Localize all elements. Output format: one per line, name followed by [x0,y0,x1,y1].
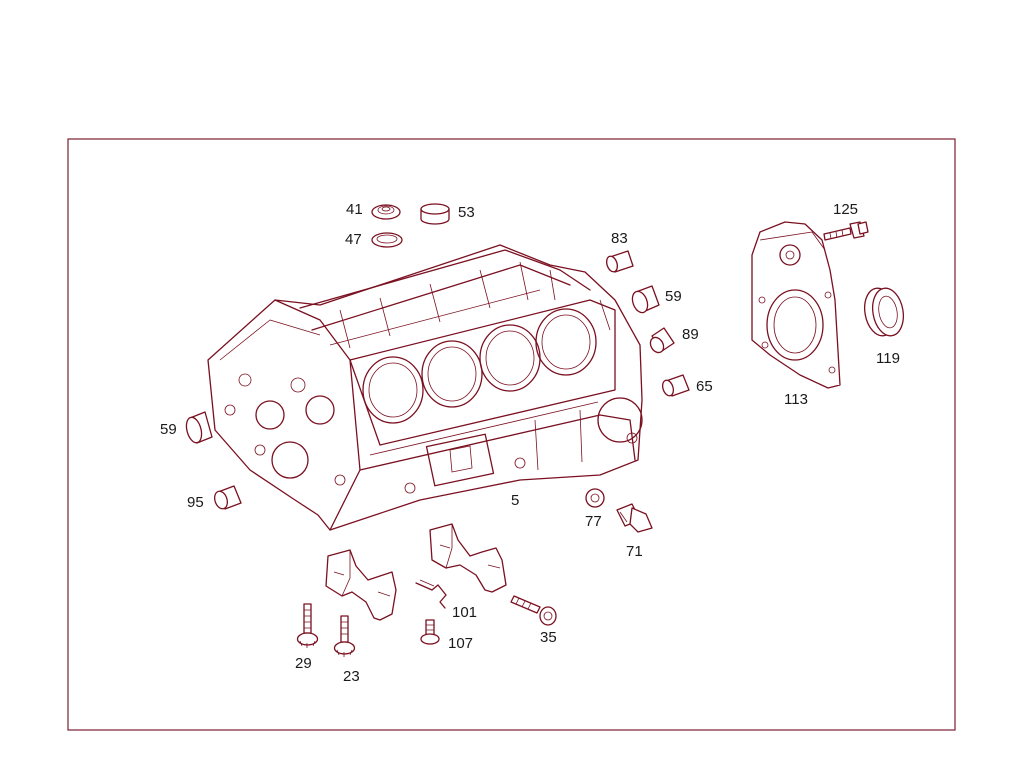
part-119-seal[interactable] [861,286,907,338]
callout-107: 107 [448,635,473,652]
callout-35: 35 [540,629,557,646]
callout-47: 47 [345,231,362,248]
callout-41: 41 [346,201,363,218]
callout-71: 71 [626,543,643,560]
part-107-bolt[interactable] [420,619,440,645]
callout-5: 5 [511,492,519,509]
part-77-washer[interactable] [585,488,605,508]
part-71-sensor[interactable] [616,503,653,533]
part-65-plug[interactable] [661,374,690,397]
bearing-cap-left[interactable] [325,549,397,621]
callout-125: 125 [833,201,858,218]
part-113-rear-cover[interactable] [751,221,841,389]
callout-59-left: 59 [160,421,177,438]
callout-101: 101 [452,604,477,621]
part-125-bolt[interactable] [823,221,869,241]
callout-95: 95 [187,494,204,511]
part-29-bolt[interactable] [296,603,319,648]
callout-119: 119 [876,350,900,367]
callout-83: 83 [611,230,628,247]
callout-77: 77 [585,513,602,530]
part-23-bolt[interactable] [333,615,356,657]
callout-29: 29 [295,655,312,672]
callout-89: 89 [682,326,699,343]
part-83-plug[interactable] [605,250,634,273]
part-53-sleeve[interactable] [420,203,450,225]
diagram-frame [67,138,956,731]
engine-block[interactable] [207,244,643,531]
callout-53: 53 [458,204,475,221]
callout-23: 23 [343,668,360,685]
part-95-plug[interactable] [213,485,242,510]
part-35-bolt[interactable] [510,595,557,626]
part-47-ring[interactable] [371,232,403,248]
callout-113: 113 [784,391,808,408]
callout-59-right: 59 [665,288,682,305]
bearing-cap-center[interactable] [429,523,507,593]
part-59-sleeve-right[interactable] [630,285,660,315]
part-59-sleeve-left[interactable] [184,411,213,444]
callout-65: 65 [696,378,713,395]
part-41-plug[interactable] [371,204,401,220]
part-89-plug[interactable] [648,327,675,355]
part-101-clip[interactable] [415,579,447,609]
